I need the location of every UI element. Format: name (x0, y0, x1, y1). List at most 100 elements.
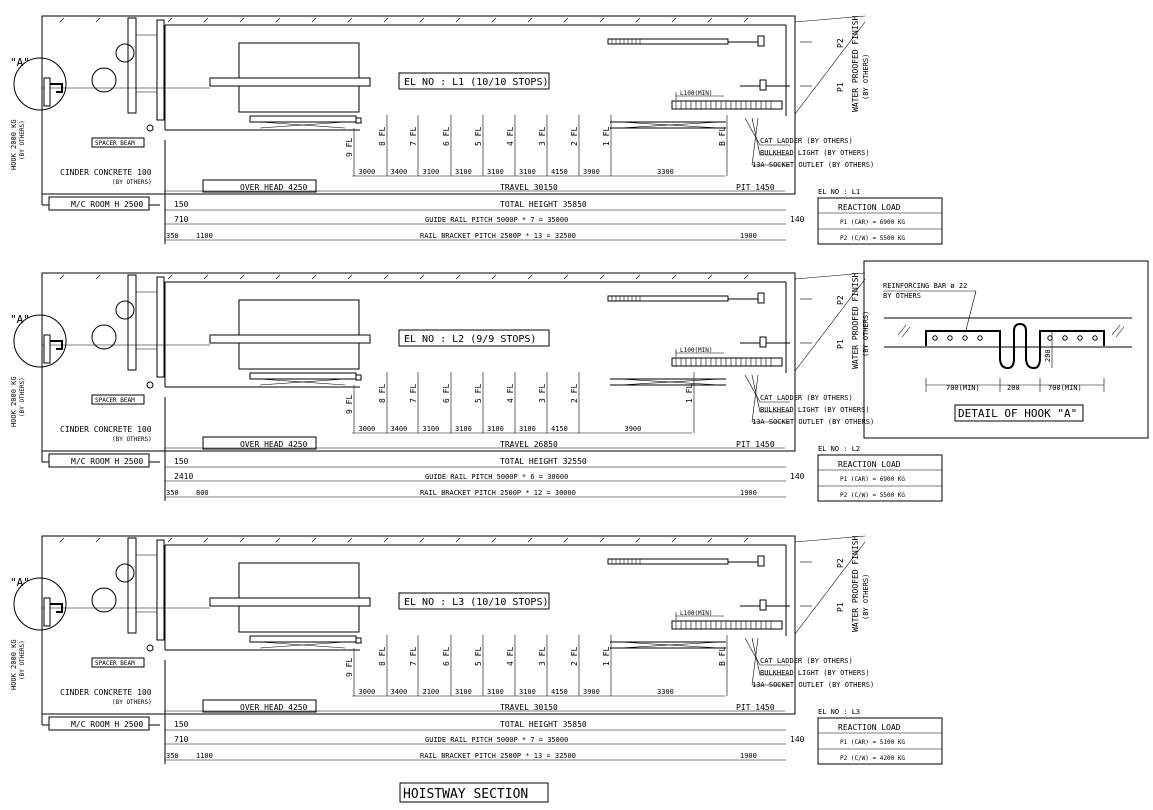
mc-room-label: M/C ROOM H 2500 (71, 457, 143, 466)
sheave-lower (91, 324, 117, 350)
rail-bracket-offset: 350 (166, 489, 179, 497)
floor-height-6: 3100 (519, 168, 536, 176)
detail-bar-label: REINFORCING BAR ø 22 (883, 282, 967, 290)
hoistway-sections: "A"HOOK 2000 KG(BY OTHERS)L100(MIN)CAT L… (10, 15, 943, 765)
counterweight-rail (607, 38, 729, 45)
p1-load: P1 (CAR) = 5100 KG (840, 739, 905, 746)
pit-buffer-beam (671, 620, 783, 630)
hoistway-section-3: "A"HOOK 2000 KG(BY OTHERS)L100(MIN)CAT L… (10, 535, 943, 765)
floor-label-7: 3 FL (538, 647, 547, 666)
floor-height-4: 3100 (455, 425, 472, 433)
floor-label-7: 3 FL (538, 127, 547, 146)
detail-dim-200: 200 (1007, 384, 1020, 392)
sheave-upper (115, 300, 135, 320)
p1-load: P1 (CAR) = 6900 KG (840, 476, 905, 483)
over-head-label: OVER HEAD 4250 (240, 703, 308, 712)
rebar-dot (962, 335, 968, 341)
pit-buffer-beam (671, 100, 783, 110)
hook-symbol (50, 340, 63, 350)
floor-label-1: 9 FL (345, 138, 354, 157)
detail-by-label: BY OTHERS (883, 292, 921, 300)
counterweight-rail (607, 558, 729, 565)
cinder-by-others: (BY OTHERS) (112, 436, 152, 443)
floor-height-3: 3100 (423, 168, 440, 176)
guide-rail-label: GUIDE RAIL PITCH 5000P * 7 = 35000 (425, 216, 568, 224)
rail-bracket-offset-2: 1100 (196, 752, 213, 760)
floor-height-3: 3100 (423, 425, 440, 433)
pit-label: PIT 1450 (736, 440, 775, 449)
water-proofed-by-others: (BY OTHERS) (862, 574, 870, 620)
water-proofed-label: WATER PROOFED FINISH (851, 15, 860, 112)
mc-room-box (48, 196, 150, 211)
el-number-label: EL NO : L2 (818, 445, 860, 453)
hoistway-outline (41, 15, 796, 195)
cat-ladder-label: CAT LADDER (BY OTHERS) (760, 394, 853, 402)
p1-label: P1 (836, 82, 845, 92)
water-proofed-label: WATER PROOFED FINISH (851, 272, 860, 369)
floor-label-2: 8 FL (378, 384, 387, 403)
total-height-label: TOTAL HEIGHT 32550 (500, 457, 587, 466)
floor-height-5: 3100 (487, 425, 504, 433)
el-label-box (398, 329, 550, 347)
floor-height-8: 3900 (583, 168, 600, 176)
floor-label-6: 4 FL (506, 384, 515, 403)
counterweight-rail (607, 295, 729, 302)
detail-dim-700a: 700(MIN) (946, 384, 980, 392)
p2-load: P2 (C/W) = 5500 KG (840, 492, 905, 499)
over-head-box (202, 699, 317, 713)
travel-label: TRAVEL 26850 (500, 440, 558, 449)
total-height-label: TOTAL HEIGHT 35850 (500, 200, 587, 209)
rebar-dot (1047, 335, 1053, 341)
floor-label-2: 8 FL (378, 647, 387, 666)
guide-rail-right: 140 (790, 215, 805, 224)
hook-capacity: HOOK 2000 KG (10, 376, 18, 427)
sheave-upper (115, 43, 135, 63)
el-label: EL NO : L2 (9/9 STOPS) (404, 334, 536, 345)
floor-height-6: 3100 (519, 425, 536, 433)
spacer-beam-label: SPACER BEAM (95, 660, 135, 667)
guide-rail-label: GUIDE RAIL PITCH 5000P * 7 = 35000 (425, 736, 568, 744)
mc-room-box (48, 716, 150, 731)
el-label-box (398, 592, 550, 610)
bulkhead-light-label: BULKHEAD LIGHT (BY OTHERS) (760, 406, 870, 414)
rebar-dots (932, 335, 1098, 341)
detail-title-box (954, 404, 1084, 422)
floor-height-2: 3400 (391, 168, 408, 176)
cinder-by-others: (BY OTHERS) (112, 179, 152, 186)
floor-height-2: 3400 (391, 425, 408, 433)
floor-label-5: 5 FL (474, 647, 483, 666)
el-number-label: EL NO : L3 (818, 708, 860, 716)
hoistway-title: HOISTWAY SECTION (403, 787, 528, 802)
hoistway-title-box (399, 782, 549, 803)
guide-rail-offset: 710 (174, 215, 189, 224)
hook-rebar (925, 322, 1105, 370)
sheave-lower (91, 67, 117, 93)
rebar-dot (932, 335, 938, 341)
mc-room-label: M/C ROOM H 2500 (71, 200, 143, 209)
p1-label: P1 (836, 339, 845, 349)
floor-height-4: 3100 (455, 688, 472, 696)
floor-height-8: 3900 (583, 688, 600, 696)
floor-height-9: 3300 (657, 688, 674, 696)
over-head-box (202, 179, 317, 193)
cinder-concrete-label: CINDER CONCRETE 100 (60, 168, 152, 177)
rail-bracket-right: 1900 (740, 489, 757, 497)
rebar-dot (1092, 335, 1098, 341)
total-height-offset: 150 (174, 720, 189, 729)
rail-bracket-offset-2: 800 (196, 489, 209, 497)
floor-label-7: 3 FL (538, 384, 547, 403)
floor-height-2: 3400 (391, 688, 408, 696)
floor-label-10: B FL (718, 127, 727, 146)
cinder-concrete-label: CINDER CONCRETE 100 (60, 688, 152, 697)
el-label: EL NO : L3 (10/10 STOPS) (404, 597, 549, 608)
floor-height-4: 3100 (455, 168, 472, 176)
cinder-concrete-label: CINDER CONCRETE 100 (60, 425, 152, 434)
rebar-dot (1062, 335, 1068, 341)
l100-label: L100(MIN) (680, 610, 713, 617)
rail-bracket-label: RAIL BRACKET PITCH 2500P * 13 = 32500 (420, 232, 576, 240)
guide-rail-offset: 710 (174, 735, 189, 744)
el-number-label: EL NO : L1 (818, 188, 860, 196)
floor-label-1: 9 FL (345, 658, 354, 677)
bulkhead-light-label: BULKHEAD LIGHT (BY OTHERS) (760, 669, 870, 677)
spacer-beam-box (91, 394, 145, 405)
